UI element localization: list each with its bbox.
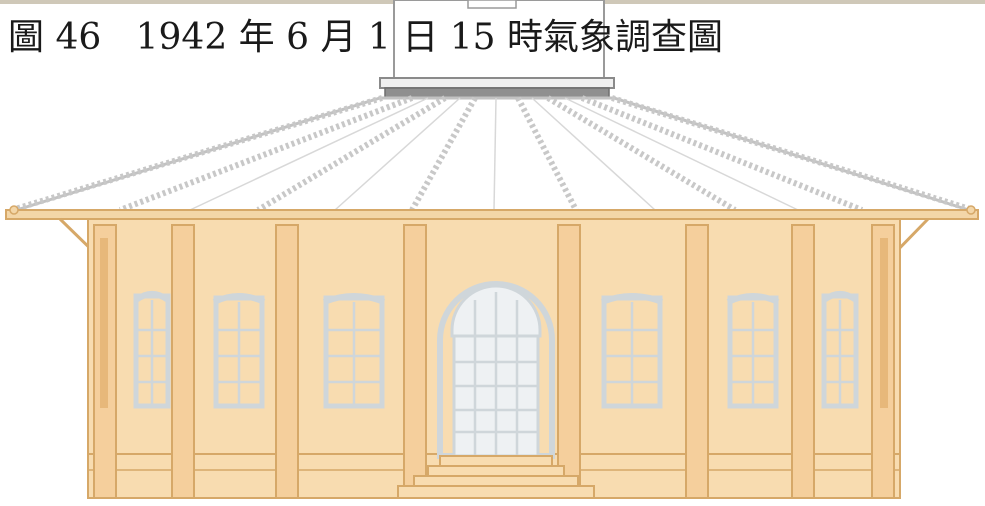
window — [212, 293, 266, 409]
window — [133, 291, 171, 409]
window — [322, 293, 386, 409]
windows — [133, 291, 859, 409]
window — [726, 293, 780, 409]
cupola — [379, 0, 615, 99]
window — [600, 293, 664, 409]
pilasters — [93, 224, 895, 499]
arched-door — [437, 281, 555, 459]
entrance-steps — [397, 455, 595, 499]
window — [821, 291, 859, 409]
figure-title: 1942 年 6 月 1 日 15 時氣象調查圖 — [135, 17, 723, 58]
roof — [9, 95, 976, 214]
figure-label: 圖 46 — [8, 17, 102, 58]
figure-caption: 圖 46 1942 年 6 月 1 日 15 時氣象調查圖 — [8, 12, 723, 64]
